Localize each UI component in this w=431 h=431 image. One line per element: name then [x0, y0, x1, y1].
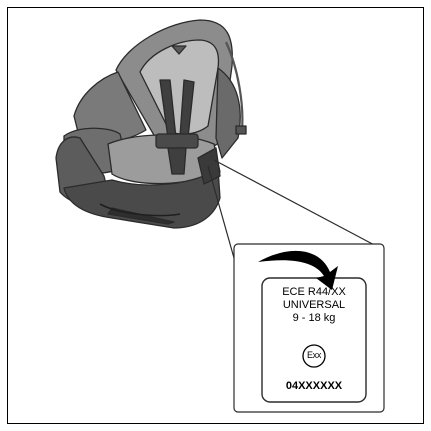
child-seat-illustration: [56, 20, 246, 228]
label-approval-mark: Exx: [262, 350, 366, 360]
figure-frame: ECE R44/XX UNIVERSAL 9 - 18 kg Exx 04XXX…: [7, 7, 424, 424]
label-standard: ECE R44/XX: [262, 286, 366, 298]
approval-label: ECE R44/XX UNIVERSAL 9 - 18 kg Exx 04XXX…: [262, 286, 366, 406]
label-weight-range: 9 - 18 kg: [262, 312, 366, 324]
label-approval-code: 04XXXXXX: [262, 380, 366, 392]
label-category: UNIVERSAL: [262, 299, 366, 311]
